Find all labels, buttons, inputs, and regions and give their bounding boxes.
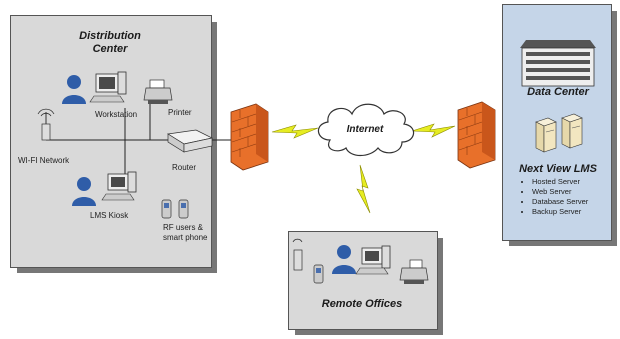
- remote-phone-icon: [313, 264, 324, 284]
- server-icon-2: [561, 113, 583, 149]
- server-icon-1: [535, 117, 557, 153]
- remote-printer-icon: [399, 259, 429, 284]
- lightning-left: [271, 124, 319, 139]
- internet-cloud: [317, 103, 415, 157]
- lan-lines: [45, 102, 232, 185]
- remote-offices-title: Remote Offices: [321, 298, 403, 310]
- wifi-label: WI-FI Network: [18, 156, 70, 165]
- printer-label: Printer: [168, 108, 192, 117]
- data-center-building-icon: [520, 40, 596, 87]
- data-center-title: Data Center: [527, 86, 589, 98]
- lightning-down: [356, 164, 371, 214]
- remote-user-icon: [332, 245, 356, 274]
- printer-icon: [143, 79, 173, 104]
- remote-workstation-icon: [355, 245, 391, 275]
- server-list-item: Web Server: [532, 187, 588, 197]
- firewall-left: [230, 103, 269, 171]
- server-list: Hosted Server Web Server Database Server…: [520, 177, 588, 217]
- kiosk-label: LMS Kiosk: [90, 211, 129, 220]
- server-list-item: Database Server: [532, 197, 588, 207]
- wifi-antenna-icon: [37, 108, 55, 141]
- lightning-right: [411, 123, 456, 138]
- remote-antenna-icon: [292, 238, 303, 271]
- kiosk-icon: [72, 171, 137, 206]
- router-label: Router: [172, 163, 197, 172]
- router-icon: [167, 129, 214, 153]
- distribution-center-title: Distribution Center: [79, 30, 141, 55]
- firewall-right: [457, 101, 496, 169]
- server-list-item: Backup Server: [532, 207, 588, 217]
- internet-label: Internet: [346, 124, 384, 135]
- workstation-label: Workstation: [95, 110, 138, 119]
- lms-title: Next View LMS: [519, 163, 597, 175]
- server-list-item: Hosted Server: [532, 177, 588, 187]
- lightning-bolts: [271, 123, 456, 214]
- rf-phones-icon: [161, 199, 189, 219]
- rf-label: RF users & smart phone: [163, 223, 208, 242]
- workstation-icon: [62, 71, 127, 104]
